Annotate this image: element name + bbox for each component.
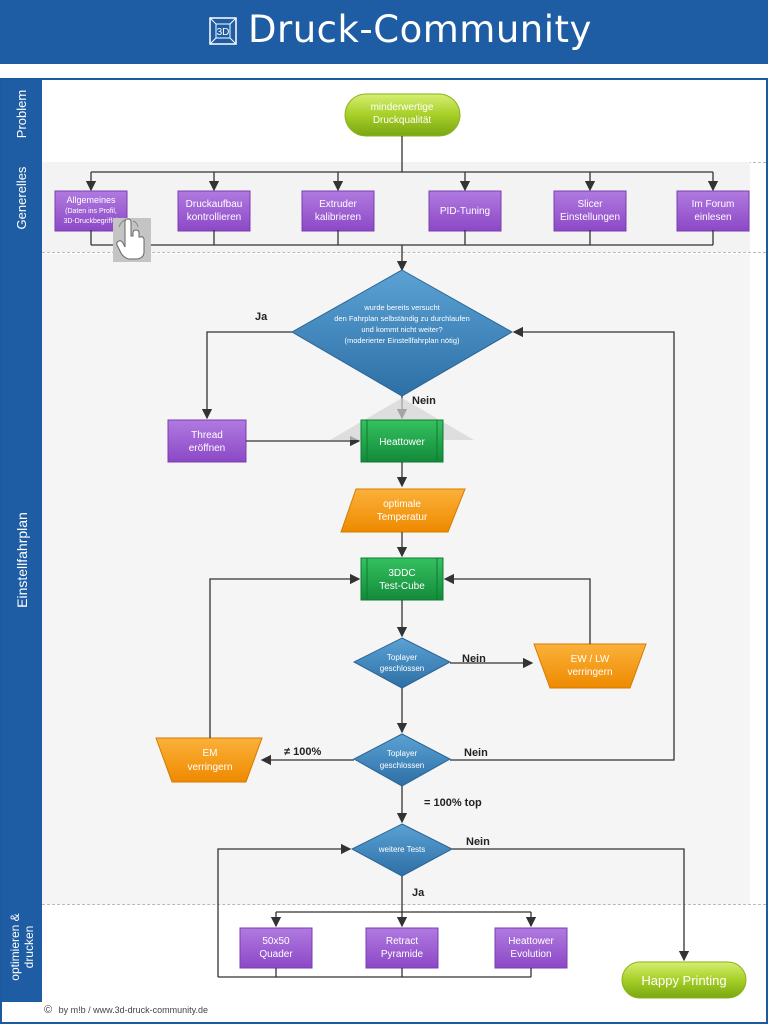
em-line2: verringern [187, 762, 232, 773]
test-box-3-line-2: Evolution [510, 949, 551, 960]
decision-fahrplan-line-3: und kommt nicht weiter? [361, 325, 442, 334]
section-divider-3 [42, 904, 766, 905]
label-not-100: ≠ 100% [284, 746, 321, 758]
decision-fahrplan-line-1: wurde bereits versucht [363, 303, 440, 312]
label-nein-4: Nein [466, 836, 490, 848]
general-box-5-line-2: Einstellungen [560, 212, 620, 223]
problem-node: minderwertige Druckqualität [344, 93, 461, 137]
test-box-2-line-1: Retract [386, 936, 418, 947]
logo-text: 3D [217, 27, 230, 38]
thread-line2: eröffnen [189, 443, 226, 454]
toplayer1-line1: Toplayer [387, 653, 418, 662]
toplayer2-line1: Toplayer [387, 749, 418, 758]
general-box-1-line-2: (Daten ins Profil, [65, 208, 117, 215]
header-divider [0, 64, 768, 80]
general-box-6-line-2: einlesen [694, 212, 731, 223]
page-title: Druck-Community [248, 8, 592, 51]
weitere-label: weitere Tests [378, 845, 426, 854]
test-box-1-line-1: 50x50 [262, 936, 290, 947]
heattower-node: Heattower [330, 398, 474, 463]
generelles-band-bg [42, 162, 750, 252]
general-box-5-line-1: Slicer [577, 199, 603, 210]
section-divider-2 [42, 252, 766, 253]
testcube-line1: 3DDC [388, 568, 415, 579]
em-line1: EM [203, 748, 218, 759]
toplayer1-line2: geschlossen [380, 664, 424, 673]
label-nein-1: Nein [412, 395, 436, 407]
optimal-temperature-node: optimale Temperatur [340, 488, 466, 533]
general-box-1-line-1: Allgemeines [66, 195, 116, 205]
sidebar: Problem Generelles Einstellfahrplan opti… [2, 80, 42, 1002]
label-nein-2: Nein [462, 653, 486, 665]
3d-cube-logo-icon: 3D [209, 17, 237, 45]
general-box-4[interactable]: PID-Tuning [428, 190, 502, 232]
opt-temp-line1: optimale [383, 499, 421, 510]
general-box-2[interactable]: Druckaufbau kontrollieren [177, 190, 251, 232]
general-boxes: Allgemeines (Daten ins Profil, 3D-Druckbeg… [54, 190, 750, 232]
general-box-2-line-2: kontrollieren [187, 212, 241, 223]
thread-node: Thread eröffnen [167, 419, 247, 463]
decision-fahrplan-text: wurde bereits versucht den Fahrplan selbs… [334, 303, 470, 345]
general-box-3[interactable]: Extruder kalibrieren [301, 190, 375, 232]
copyright-icon: © [44, 1004, 53, 1016]
decision-fahrplan-line-4: (moderierter Einstellfahrplan nötig) [344, 336, 460, 345]
general-box-1-line-3: 3D-Druckbegriffe) [63, 218, 118, 225]
general-box-6[interactable]: Im Forum einlesen [676, 190, 750, 232]
happy-printing-node: Happy Printing [621, 961, 747, 999]
heattower-label: Heattower [379, 437, 425, 448]
ewlw-line2: verringern [567, 667, 612, 678]
label-nein-3: Nein [464, 747, 488, 759]
label-eq-100: = 100% top [424, 797, 482, 809]
opt-temp-line2: Temperatur [377, 512, 428, 523]
problem-line2: Druckqualität [373, 115, 432, 126]
label-ja-2: Ja [412, 887, 425, 899]
decision-fahrplan-line-2: den Fahrplan selbständig zu durchlaufen [334, 314, 470, 323]
general-box-6-line-1: Im Forum [692, 199, 735, 210]
general-box-3-line-2: kalibrieren [315, 212, 361, 223]
decision-fahrplan: wurde bereits versucht den Fahrplan selbs… [290, 269, 514, 397]
header-bar: 3D Druck-Community [0, 0, 768, 64]
footer-text: by m!b / www.3d-druck-community.de [58, 1005, 209, 1015]
test-box-3-line-1: Heattower [508, 936, 554, 947]
testcube-line2: Test-Cube [379, 581, 425, 592]
test-cube-node: 3DDC Test-Cube [360, 557, 444, 601]
happy-printing-label: Happy Printing [641, 973, 726, 988]
problem-line: minderwertige [371, 102, 434, 113]
em-node: EM verringern [155, 737, 263, 783]
general-box-3-line-1: Extruder [319, 199, 357, 210]
toplayer2-line2: geschlossen [380, 761, 424, 770]
thread-line1: Thread [191, 430, 223, 441]
label-ja-1: Ja [255, 311, 268, 323]
general-box-4-line-1: PID-Tuning [440, 206, 490, 217]
footer-credit: © by m!b / www.3d-druck-community.de [44, 1004, 208, 1016]
general-box-2-line-1: Druckaufbau [186, 199, 243, 210]
test-box-2-line-2: Pyramide [381, 949, 424, 960]
ew-lw-node: EW / LW verringern [533, 643, 647, 689]
ewlw-line1: EW / LW [571, 654, 610, 665]
test-box-1-line-2: Quader [259, 949, 293, 960]
hand-pointer-icon[interactable] [113, 218, 151, 262]
